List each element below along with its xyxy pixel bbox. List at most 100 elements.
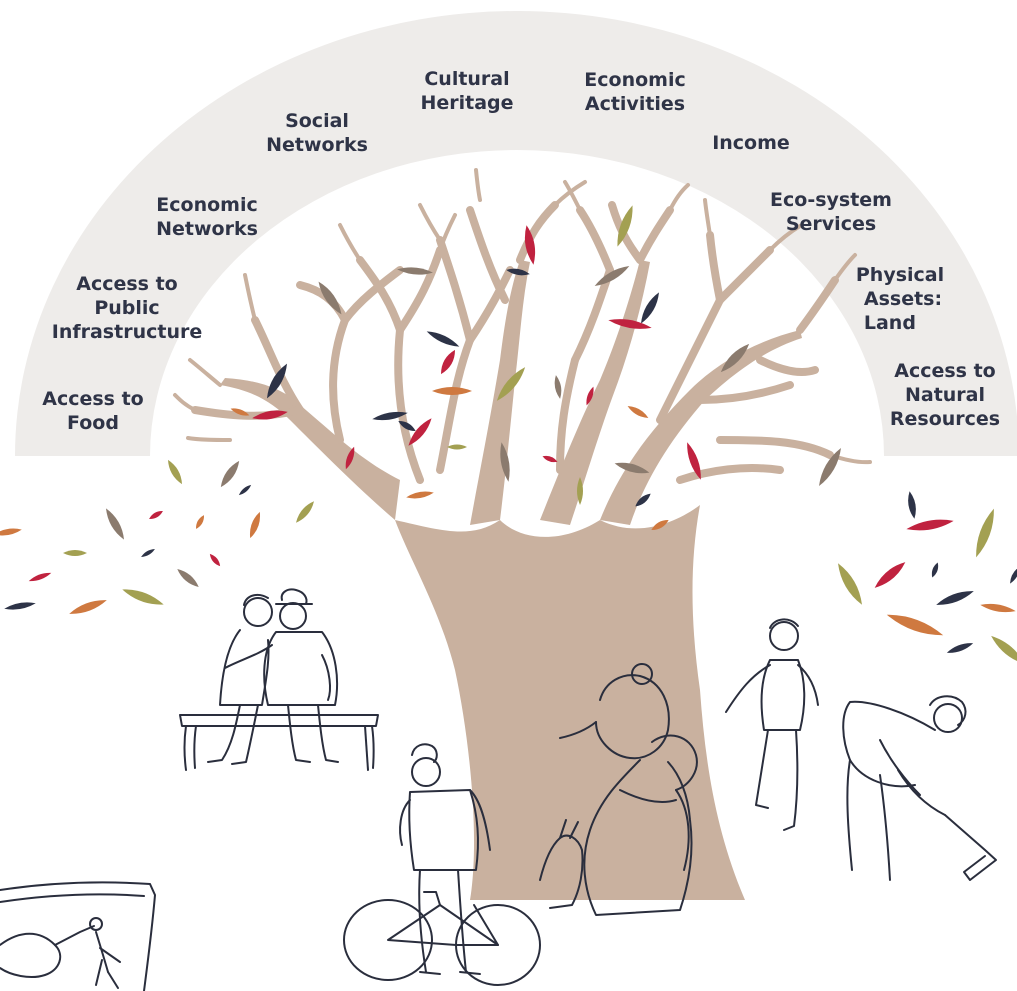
leaf-icon	[372, 411, 408, 421]
label-access-to-public-infrastructure: Access to Public Infrastructure	[52, 272, 202, 344]
leaf-icon	[936, 591, 974, 605]
leaf-icon	[28, 572, 52, 582]
label-line: Cultural	[424, 68, 510, 90]
leaf-icon	[500, 442, 510, 482]
label-line: Networks	[156, 218, 258, 240]
label-line: Social	[285, 110, 349, 132]
leaf-icon	[447, 444, 467, 450]
leaves	[0, 205, 1017, 665]
leaf-icon	[63, 550, 87, 556]
label-social-networks: Social Networks	[266, 109, 368, 157]
leaf-icon	[397, 267, 433, 275]
label-line: Infrastructure	[51, 321, 203, 343]
label-line: Activities	[584, 93, 686, 115]
leaf-icon	[524, 225, 536, 265]
leaf-icon	[432, 387, 472, 395]
leaf-icon	[1010, 566, 1017, 584]
leaf-icon	[441, 349, 455, 375]
leaf-icon	[496, 367, 526, 401]
leaf-icon	[267, 363, 287, 399]
leaf-icon	[586, 386, 594, 406]
leaf-icon	[635, 493, 651, 507]
label-economic-networks: Economic Networks	[156, 193, 258, 241]
label-line: Income	[712, 132, 790, 154]
leaf-icon	[209, 553, 221, 567]
leaf-icon	[168, 459, 182, 485]
leaf-icon	[980, 603, 1016, 613]
leaf-icon	[608, 319, 652, 329]
label-line: Natural	[904, 384, 986, 406]
leaf-icon	[345, 446, 355, 470]
leaf-icon	[4, 602, 36, 610]
label-cultural-heritage: Cultural Heritage	[420, 67, 513, 115]
woman-carrying-child-illustration	[539, 663, 698, 916]
leaf-icon	[906, 519, 954, 531]
leaf-icon	[641, 292, 659, 324]
label-physical-assets-land: Physical Assets: Land	[856, 263, 944, 335]
leaf-icon	[69, 600, 107, 614]
label-line: Economic	[156, 194, 258, 216]
leaf-icon	[0, 528, 22, 536]
leaf-icon	[627, 406, 649, 418]
leaf-icon	[406, 491, 434, 499]
leaf-icon	[542, 455, 558, 463]
arc-band	[15, 11, 1017, 456]
leaf-icon	[554, 375, 562, 399]
leaf-icon	[195, 515, 205, 529]
leaf-icon	[991, 635, 1017, 665]
label-line: Public	[94, 297, 160, 319]
tree-limb-left	[220, 378, 400, 520]
label-line: Land	[863, 312, 916, 334]
label-line: Networks	[266, 134, 368, 156]
leaf-icon	[594, 266, 630, 286]
leaf-icon	[296, 501, 314, 523]
leaf-icon	[720, 343, 750, 373]
leaf-icon	[252, 410, 288, 420]
leaf-icon	[426, 331, 460, 347]
leaf-icon	[506, 268, 530, 276]
fisherman-sketch-illustration	[0, 881, 156, 991]
running-child-illustration	[725, 618, 819, 831]
label-line: Access to	[894, 360, 996, 382]
leaf-icon	[230, 408, 250, 416]
leaf-icon	[141, 549, 155, 557]
label-line: Access to	[76, 273, 178, 295]
farmer-with-hoe-illustration	[842, 695, 997, 881]
leaf-icon	[318, 281, 342, 315]
leaf-icon	[149, 510, 163, 520]
label-line: Services	[785, 213, 877, 235]
label-line: Resources	[889, 408, 1001, 430]
leaf-icon	[617, 205, 633, 247]
label-line: Heritage	[420, 92, 514, 114]
couple-on-bench-illustration	[179, 588, 379, 771]
leaf-icon	[238, 484, 252, 496]
leaf-icon	[946, 643, 974, 653]
label-line: Eco-system	[770, 189, 892, 211]
man-with-bicycle-illustration	[343, 743, 541, 986]
leaf-icon	[931, 562, 939, 578]
leaf-icon	[577, 477, 583, 505]
leaf-icon	[819, 447, 841, 487]
leaf-icon	[122, 589, 164, 605]
leaf-icon	[687, 442, 701, 480]
people-line-art	[0, 588, 997, 991]
label-line: Physical	[855, 264, 945, 286]
leaf-icon	[106, 508, 124, 540]
label-line: Access to	[42, 388, 144, 410]
leaf-icon	[908, 491, 916, 519]
tree-illustration	[173, 168, 872, 900]
leaf-icon	[408, 418, 432, 446]
leaf-icon	[249, 511, 261, 539]
leaf-icon	[838, 563, 862, 605]
tree-limb-center	[470, 260, 530, 525]
label-access-to-natural-resources: Access to Natural Resources	[890, 359, 1000, 431]
leaf-icon	[614, 462, 650, 474]
leaf-icon	[220, 460, 240, 488]
label-access-to-food: Access to Food	[42, 387, 144, 435]
leaf-icon	[177, 569, 199, 587]
leaf-icon	[874, 562, 906, 588]
tree-limb-right	[600, 330, 802, 525]
label-line: Food	[67, 412, 119, 434]
leaf-icon	[886, 614, 944, 636]
